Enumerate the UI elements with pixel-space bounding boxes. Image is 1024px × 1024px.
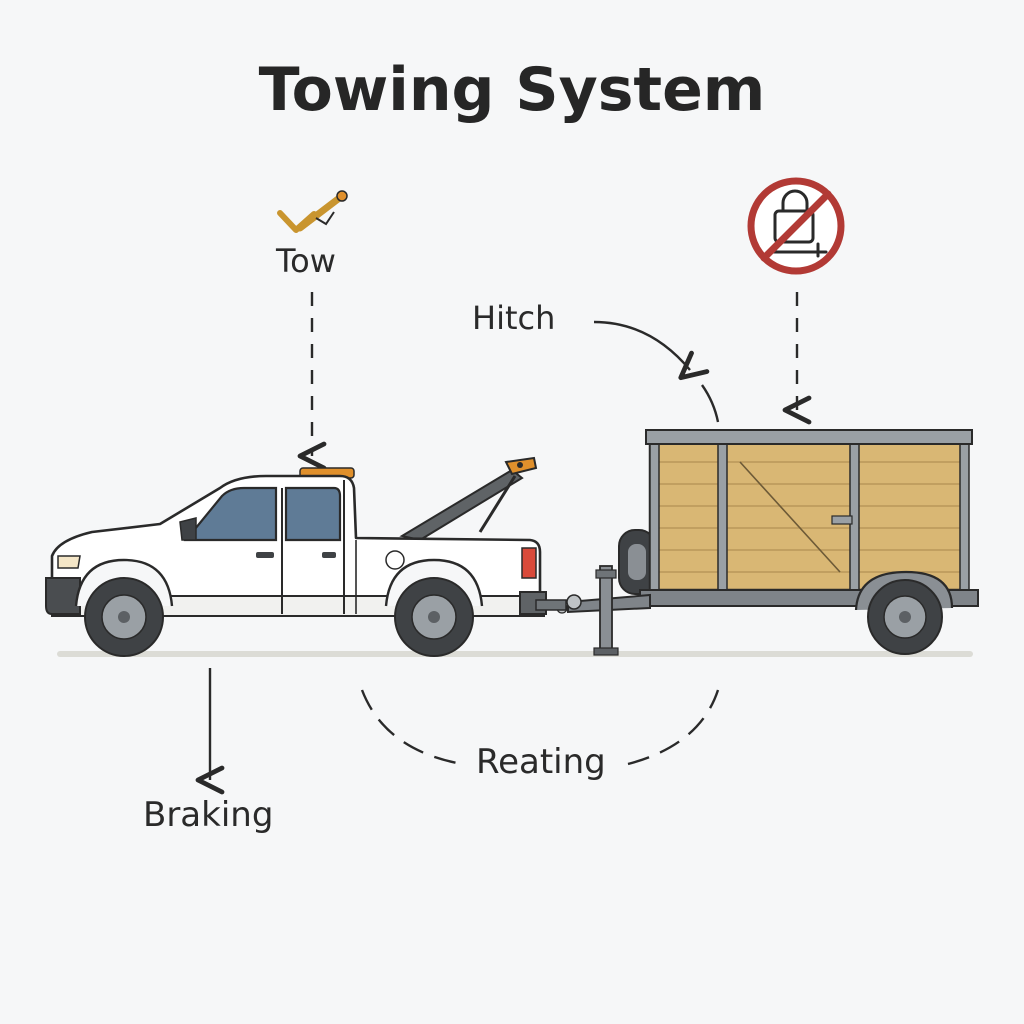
diagram-title: Towing System <box>258 55 766 125</box>
enclosed-trailer <box>556 429 979 656</box>
hitch-label: Hitch <box>472 299 556 337</box>
tow-label: Tow <box>276 242 336 280</box>
prohibited-lock-icon <box>747 177 845 275</box>
hitch-arrow <box>593 320 710 381</box>
tow-hook-check-icon <box>277 190 348 233</box>
reating-arc-right <box>627 689 720 766</box>
pickup-tow-truck <box>45 456 567 657</box>
reating-arc-left <box>360 689 463 766</box>
spare-tire <box>618 529 656 595</box>
hitch-arrow-tail <box>701 384 720 423</box>
reating-label: Reating <box>476 742 606 782</box>
braking-label: Braking <box>143 795 274 835</box>
